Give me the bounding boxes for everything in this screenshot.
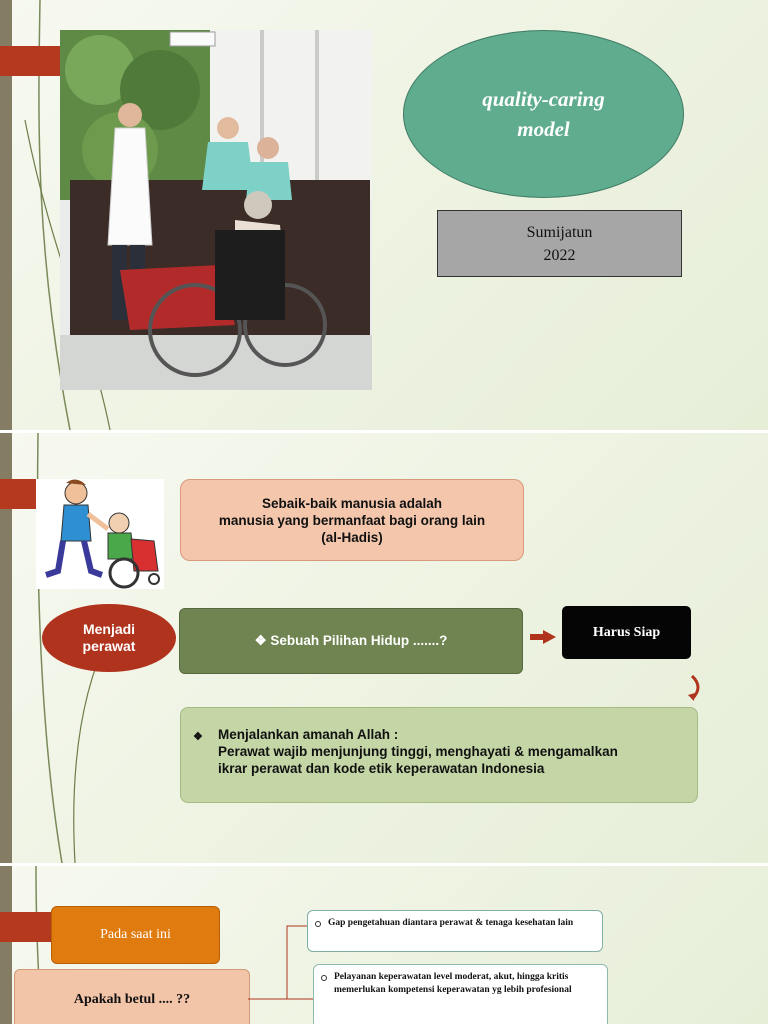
amanah-line-1: Menjalankan amanah Allah : — [218, 727, 399, 742]
title-line-2: model — [517, 117, 570, 141]
author-name: Sumijatun — [526, 223, 593, 241]
right-arrow-icon — [530, 630, 556, 644]
slide-2[interactable]: Sebaik-baik manusia adalah manusia yang … — [0, 433, 768, 863]
connector-lines — [248, 925, 313, 1000]
left-accent-bar — [0, 433, 12, 863]
pelayanan-keperawatan-box: Pelayanan keperawatan level moderat, aku… — [313, 964, 608, 1024]
author-year: 2022 — [543, 246, 576, 264]
harus-siap-box: Harus Siap — [562, 606, 691, 659]
harus-siap-text: Harus Siap — [592, 624, 661, 640]
slide-tab-marker — [0, 912, 60, 942]
slide-tab-marker — [0, 46, 60, 76]
slide-3[interactable]: Pada saat ini Apakah betul .... ?? Gap p… — [0, 866, 768, 1024]
apakah-betul-text: Apakah betul .... ?? — [73, 992, 191, 1007]
left-accent-bar — [0, 0, 12, 430]
amanah-line-3: ikrar perawat dan kode etik keperawatan … — [218, 761, 545, 776]
slide-1[interactable]: quality-caring model Sumijatun 2022 — [0, 0, 768, 430]
amanah-line-2: Perawat wajib menjunjung tinggi, menghay… — [218, 744, 618, 759]
amanah-box: ❖ Menjalankan amanah Allah : Perawat waj… — [180, 707, 698, 803]
diamond-bullet-icon: ❖ — [193, 731, 203, 743]
gap-pengetahuan-box: Gap pengetahuan diantara perawat & tenag… — [307, 910, 603, 952]
pada-saat-ini-box: Pada saat ini — [51, 906, 220, 964]
pilihan-hidup-box: ❖ Sebuah Pilihan Hidup .......? — [179, 608, 523, 674]
hadis-line-2: manusia yang bermanfaat bagi orang lain — [218, 512, 486, 528]
circle-bullet-icon — [315, 921, 321, 927]
curved-arrow-icon — [688, 674, 700, 701]
pada-saat-ini-text: Pada saat ini — [100, 927, 171, 942]
title-ellipse: quality-caring model — [403, 30, 684, 198]
hadis-quote-box: Sebaik-baik manusia adalah manusia yang … — [180, 479, 524, 561]
menjadi-line-2: perawat — [82, 638, 136, 654]
left-accent-bar — [0, 866, 12, 1024]
menjadi-line-1: Menjadi — [82, 621, 136, 637]
hadis-line-3: (al-Hadis) — [321, 529, 383, 545]
menjadi-perawat-oval: Menjadi perawat — [42, 604, 176, 672]
pelayanan-text: Pelayanan keperawatan level moderat, aku… — [334, 972, 572, 995]
nurse-wheelchair-clipart — [36, 479, 164, 589]
apakah-betul-box: Apakah betul .... ?? — [14, 969, 250, 1024]
circle-bullet-icon — [321, 975, 327, 981]
author-box: Sumijatun 2022 — [437, 210, 682, 277]
hadis-line-1: Sebaik-baik manusia adalah — [261, 495, 443, 511]
pilihan-text: ❖ Sebuah Pilihan Hidup .......? — [254, 633, 448, 648]
gap-pengetahuan-text: Gap pengetahuan diantara perawat & tenag… — [328, 918, 574, 928]
title-line-1: quality-caring — [482, 87, 605, 111]
hospital-reception-photo — [60, 30, 372, 390]
